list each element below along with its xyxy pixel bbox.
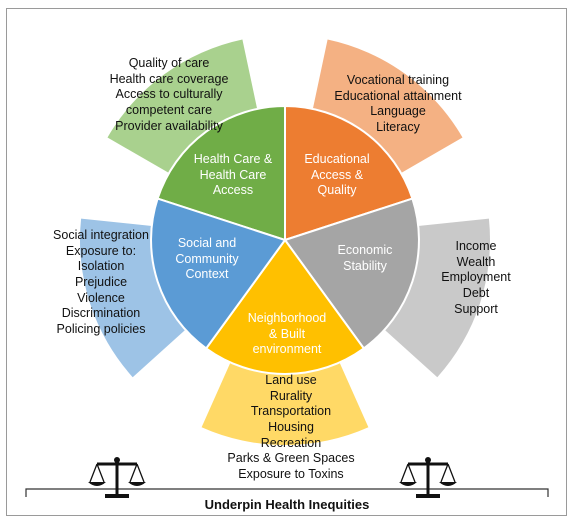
center-segment-social: [150, 197, 287, 350]
center-label-line: Context: [185, 267, 229, 282]
center-segment-health-care: [156, 104, 286, 242]
center-label-line: Economic: [337, 243, 393, 257]
fan-item: Discrimination: [61, 306, 141, 321]
fan-item: Quality of care: [128, 56, 210, 70]
fan-item: Policing policies: [56, 321, 146, 336]
frame-border: [6, 8, 567, 516]
fan-item: Prejudice: [74, 274, 128, 289]
fan-item: Wealth: [456, 254, 496, 269]
center-label-line: Stability: [343, 258, 387, 273]
footer-label: Underpin Health Inequities: [204, 497, 370, 512]
center-label-line: & Built: [268, 326, 306, 341]
center-label-neighborhood: Neighborhood & Built environment: [232, 311, 342, 358]
fan-item: Vocational training: [346, 73, 450, 87]
fan-item: Debt: [462, 285, 490, 300]
fan-text-economic: Income Wealth Employment Debt Support: [426, 239, 526, 317]
scale-icon: [88, 457, 146, 498]
fan-item: Access to culturally: [115, 87, 223, 102]
center-label-line: Access &: [310, 167, 364, 182]
fan-item: Exposure to:: [65, 243, 137, 258]
center-label-line: Neighborhood: [247, 311, 327, 325]
fan-item: Literacy: [376, 119, 420, 134]
center-label-health-care: Health Care & Health Care Access: [178, 152, 288, 199]
center-label-line: Educational: [304, 152, 370, 166]
fan-item: Land use: [265, 373, 317, 387]
center-label-line: environment: [252, 342, 322, 357]
center-segment-economic: [283, 197, 420, 350]
fan-item: Parks & Green Spaces: [227, 451, 355, 466]
fan-item: Provider availability: [115, 118, 223, 133]
center-wheel: [150, 104, 420, 376]
fan-item: Exposure to Toxins: [238, 466, 344, 481]
fan-item: Rurality: [269, 388, 313, 403]
center-label-line: Health Care: [199, 167, 267, 182]
fan-text-health-care: Quality of care Health care coverage Acc…: [104, 56, 234, 134]
scale-icon: [399, 457, 457, 498]
fan-item: Recreation: [260, 435, 322, 450]
fan-text-social: Social integration Exposure to: Isolatio…: [46, 228, 156, 337]
fan-text-education: Vocational training Educational attainme…: [328, 73, 468, 136]
center-label-line: Community: [175, 251, 239, 266]
center-segment-neighborhood: [204, 238, 366, 376]
fan-item: Educational attainment: [334, 88, 462, 103]
fan-item: Housing: [268, 419, 314, 434]
fan-item: Isolation: [77, 259, 125, 274]
fan-item: Health care coverage: [109, 71, 229, 86]
fan-text-neighborhood: Land use Rurality Transportation Housing…: [221, 373, 361, 482]
fan-item: Support: [454, 301, 498, 316]
fan-item: competent care: [125, 102, 213, 117]
center-label-line: Health Care &: [193, 152, 273, 166]
center-label-social: Social and Community Context: [152, 236, 262, 283]
center-label-education: Educational Access & Quality: [282, 152, 392, 199]
fan-item: Income: [455, 239, 497, 253]
bottom-bracket: [25, 488, 549, 497]
center-label-line: Access: [212, 183, 254, 198]
center-label-line: Social and: [177, 236, 237, 250]
fan-item: Violence: [77, 290, 125, 305]
center-label-line: Quality: [317, 183, 357, 198]
fan-item: Language: [370, 104, 426, 119]
fan-item: Transportation: [250, 404, 332, 419]
center-segment-education: [284, 104, 414, 242]
fan-item: Employment: [441, 270, 511, 285]
fan-item: Social integration: [53, 228, 149, 242]
center-label-economic: Economic Stability: [315, 243, 415, 274]
